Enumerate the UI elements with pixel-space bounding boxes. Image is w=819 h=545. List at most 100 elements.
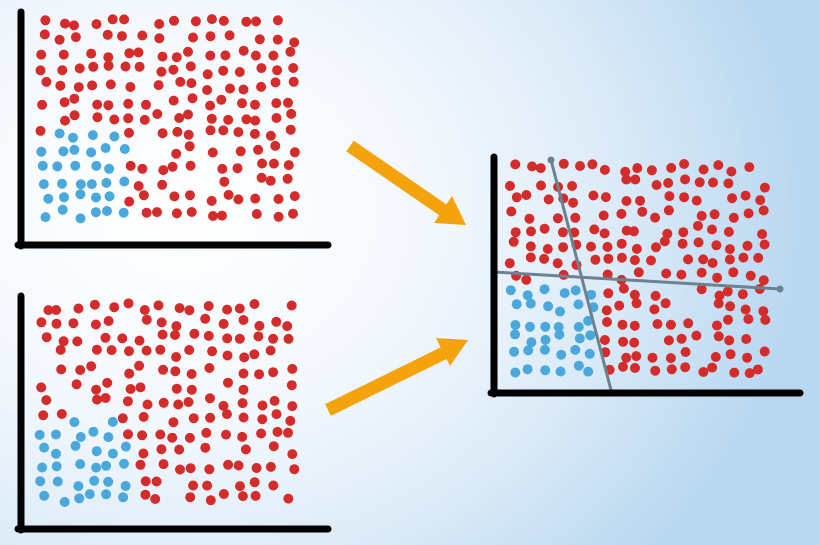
class-a-dot [268, 441, 279, 452]
class-b-dot [554, 329, 565, 340]
class-a-dot [272, 15, 283, 26]
class-a-dot [156, 317, 167, 328]
class-a-dot [235, 146, 246, 157]
class-a-dot [69, 110, 80, 121]
class-b-dot [109, 131, 120, 142]
class-a-dot [539, 223, 550, 234]
class-b-dot [540, 334, 551, 345]
class-a-dot [208, 211, 218, 221]
class-a-dot [138, 448, 149, 459]
class-a-dot [289, 37, 300, 48]
class-a-dot [744, 368, 755, 379]
class-a-dot [124, 346, 134, 357]
arrow-right-up-icon [325, 338, 468, 416]
class-b-dot [70, 440, 81, 451]
class-b-dot [585, 330, 596, 341]
class-a-dot [646, 165, 657, 176]
class-a-dot [558, 158, 569, 169]
class-a-dot [55, 344, 66, 355]
class-a-dot [552, 258, 563, 269]
class-a-dot [285, 124, 296, 135]
class-a-dot [100, 332, 111, 343]
class-a-dot [257, 400, 268, 411]
class-a-dot [155, 429, 166, 440]
class-a-dot [88, 61, 99, 72]
class-a-dot [740, 304, 751, 315]
class-a-dot [662, 228, 673, 239]
class-a-dot [139, 114, 150, 125]
class-b-dot [52, 161, 63, 172]
class-b-dot [86, 179, 97, 190]
class-a-dot [218, 400, 229, 411]
class-a-dot [726, 166, 737, 177]
class-a-dot [169, 191, 180, 202]
panel-bottom-left [14, 292, 332, 534]
class-a-dot [35, 125, 46, 136]
class-a-dot [678, 227, 689, 238]
class-a-dot [58, 336, 69, 347]
class-a-dot [137, 30, 148, 41]
class-a-dot [135, 459, 146, 470]
class-a-dot [723, 226, 734, 237]
class-b-dot [120, 441, 131, 452]
class-b-dot [570, 285, 581, 296]
class-a-dot [158, 364, 169, 375]
class-a-dot [218, 65, 229, 76]
class-a-dot [158, 165, 169, 176]
class-b-dot [555, 366, 566, 377]
panel-top-left-axes [14, 8, 332, 250]
class-a-dot [527, 161, 538, 172]
class-a-dot [525, 252, 536, 263]
class-a-dot [683, 318, 694, 329]
class-b-dot [51, 461, 62, 472]
class-a-dot [254, 34, 265, 45]
class-a-dot [75, 365, 86, 375]
class-a-dot [169, 15, 179, 26]
class-a-dot [603, 288, 614, 299]
class-a-dot [508, 236, 519, 247]
class-a-dot [37, 99, 48, 110]
class-a-dot [599, 228, 610, 239]
class-b-dot [574, 333, 585, 344]
class-a-dot [186, 384, 197, 395]
class-a-dot [617, 319, 628, 330]
class-a-dot [185, 61, 196, 72]
class-a-dot [186, 78, 197, 89]
class-b-dot [510, 320, 521, 330]
class-b-dot [511, 299, 522, 310]
class-a-dot [506, 206, 517, 217]
class-b-dot [91, 192, 101, 203]
class-a-dot [174, 444, 185, 455]
class-a-dot [270, 140, 281, 151]
class-b-dot [59, 192, 69, 203]
class-a-dot [265, 461, 276, 472]
class-b-dot [101, 460, 112, 471]
class-a-dot [250, 115, 261, 126]
class-a-dot [74, 63, 85, 74]
class-a-dot [510, 159, 521, 170]
class-a-dot [141, 314, 152, 325]
class-a-dot [552, 213, 563, 224]
class-a-dot [629, 255, 640, 266]
class-a-dot [103, 60, 114, 71]
class-b-dot [543, 301, 554, 312]
class-a-dot [600, 192, 611, 203]
class-a-dot [712, 272, 723, 283]
class-a-dot [171, 52, 182, 63]
class-b-dot [70, 160, 81, 171]
class-a-dot [134, 61, 145, 72]
class-a-dot [183, 46, 193, 57]
panel-top-left [14, 8, 332, 250]
class-a-dot [677, 238, 688, 249]
class-b-dot [522, 290, 533, 301]
class-b-dot [118, 207, 129, 218]
class-b-dot [34, 429, 45, 440]
class-a-dot [273, 194, 284, 204]
class-a-dot [631, 351, 642, 362]
class-b-dot [104, 163, 115, 174]
class-a-dot [68, 318, 79, 329]
class-a-dot [289, 464, 300, 475]
class-a-dot [649, 304, 660, 315]
class-a-dot [665, 319, 676, 330]
